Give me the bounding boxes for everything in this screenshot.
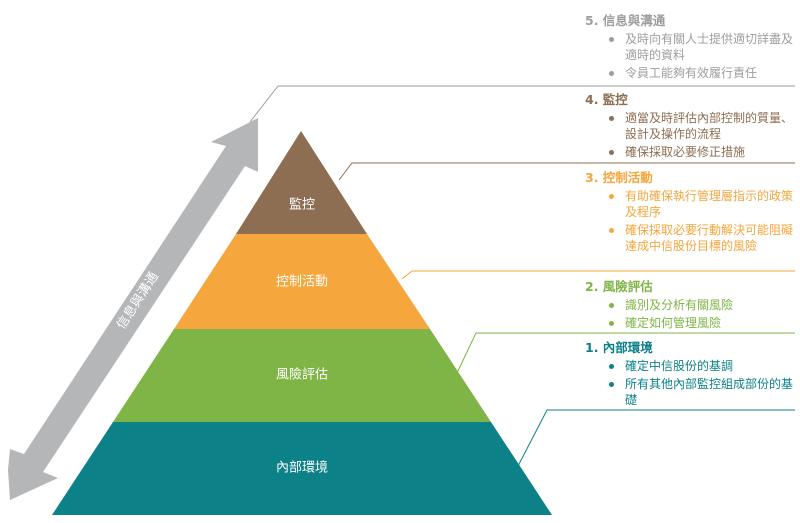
pyramid-tier-risk [113,329,491,422]
bullet-list: 識別及分析有關風險 確定如何管理風險 [585,297,795,331]
bullet-item: 確定中信股份的基調 [585,358,795,374]
tier-label-environment: 內部環境 [276,461,328,476]
tier-label-control: 控制活動 [276,275,328,290]
bullet-item: 令員工能夠有效履行責任 [585,65,795,81]
bullet-list: 確定中信股份的基調 所有其他內部監控組成部份的基礎 [585,358,795,408]
component-title: 3. 控制活動 [585,170,653,185]
bullet-item: 有助確保執行管理層指示的政策及程序 [585,188,795,220]
component-monitoring: 4. 監控 適當及時評估內部控制的質量、設計及操作的流程 確保採取必要修正措施 [585,92,795,162]
component-title: 1. 內部環境 [585,340,653,355]
component-title: 5. 信息與溝通 [585,13,666,28]
bullet-item: 識別及分析有關風險 [585,297,795,313]
bullet-item: 確定如何管理風險 [585,315,795,331]
component-environment: 1. 內部環境 確定中信股份的基調 所有其他內部監控組成部份的基礎 [585,340,795,410]
connector-line-risk [456,332,795,374]
connector-line-communication [249,85,795,123]
component-title: 4. 監控 [585,92,628,107]
pyramid-tier-environment [52,422,552,515]
bullet-item: 適當及時評估內部控制的質量、設計及操作的流程 [585,110,795,142]
bullet-list: 及時向有關人士提供適切詳盡及適時的資料 令員工能夠有效履行責任 [585,31,795,81]
pyramid-tier-monitoring [236,131,367,234]
pyramid-tier-control [174,234,430,329]
component-control: 3. 控制活動 有助確保執行管理層指示的政策及程序 確保採取必要行動解決可能阻礙… [585,170,795,256]
connector-line-control [401,270,795,280]
tier-label-monitoring: 監控 [289,197,315,213]
bullet-list: 有助確保執行管理層指示的政策及程序 確保採取必要行動解決可能阻礙達成中信股份目標… [585,188,795,254]
bullet-item: 確保採取必要修正措施 [585,144,795,160]
connector-line-monitoring [338,162,795,181]
double-headed-arrow [8,118,258,500]
connector-line-environment [516,409,795,469]
bullet-item: 及時向有關人士提供適切詳盡及適時的資料 [585,31,795,63]
tier-label-risk: 風險評估 [276,368,328,383]
bullet-list: 適當及時評估內部控制的質量、設計及操作的流程 確保採取必要修正措施 [585,110,795,160]
component-title: 2. 風險評估 [585,279,653,294]
component-communication: 5. 信息與溝通 及時向有關人士提供適切詳盡及適時的資料 令員工能夠有效履行責任 [585,13,795,83]
bullet-item: 確保採取必要行動解決可能阻礙達成中信股份目標的風險 [585,222,795,254]
bullet-item: 所有其他內部監控組成部份的基礎 [585,376,795,408]
component-risk: 2. 風險評估 識別及分析有關風險 確定如何管理風險 [585,279,795,333]
